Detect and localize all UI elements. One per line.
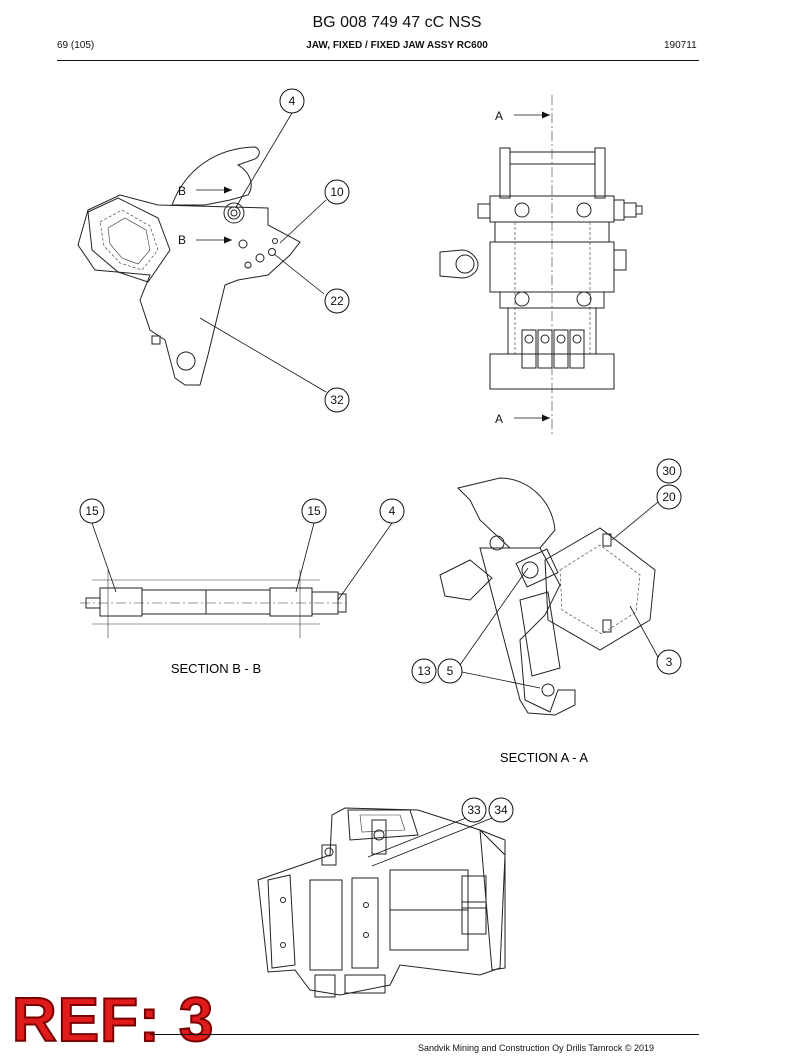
svg-text:30: 30	[662, 464, 676, 478]
document-number: BG 008 749 47 cC NSS	[312, 14, 482, 31]
balloon-34: 34	[488, 797, 514, 823]
section-aa-view	[439, 477, 659, 716]
balloon-32: 32	[324, 387, 350, 413]
svg-text:15: 15	[307, 504, 321, 518]
cut-label-a-lower: A	[495, 412, 503, 426]
footer-rule	[150, 1034, 699, 1035]
cut-label-a-upper: A	[495, 109, 503, 123]
cut-label-b-lower: B	[178, 233, 186, 247]
svg-text:15: 15	[85, 504, 99, 518]
svg-text:5: 5	[447, 664, 454, 678]
balloon-33: 33	[461, 797, 487, 823]
section-bb-view	[80, 522, 393, 638]
svg-text:4: 4	[289, 94, 296, 108]
jaw-side-view: B B	[77, 112, 327, 393]
svg-text:10: 10	[330, 185, 344, 199]
jaw-isometric-view	[257, 807, 506, 998]
svg-text:33: 33	[467, 803, 481, 817]
svg-text:34: 34	[494, 803, 508, 817]
balloon-30: 30	[656, 458, 682, 484]
svg-text:20: 20	[662, 490, 676, 504]
section-bb-label: SECTION B - B	[171, 661, 261, 676]
balloon-22: 22	[324, 288, 350, 314]
svg-text:3: 3	[666, 655, 673, 669]
section-aa-label: SECTION A - A	[500, 750, 588, 765]
jaw-front-view: A A	[439, 95, 643, 435]
svg-text:32: 32	[330, 393, 344, 407]
svg-text:4: 4	[389, 504, 396, 518]
balloon-4-top: 4	[279, 88, 305, 114]
header-rule	[57, 60, 699, 61]
page-number: 69 (105)	[57, 40, 95, 51]
svg-text:22: 22	[330, 294, 344, 308]
cut-label-b-upper: B	[178, 184, 186, 198]
svg-text:13: 13	[417, 664, 431, 678]
balloon-20: 20	[656, 484, 682, 510]
balloon-3: 3	[656, 649, 682, 675]
ref-banner: REF: 3	[11, 985, 215, 1056]
page-title: JAW, FIXED / FIXED JAW ASSY RC600	[306, 40, 488, 51]
footer-copyright: Sandvik Mining and Construction Oy Drill…	[418, 1043, 655, 1053]
balloon-15-left: 15	[79, 498, 105, 524]
balloon-4-section: 4	[379, 498, 405, 524]
balloon-5: 5	[437, 658, 463, 684]
balloon-15-right: 15	[301, 498, 327, 524]
date-code: 190711	[664, 40, 697, 51]
balloon-10: 10	[324, 179, 350, 205]
balloon-13: 13	[411, 658, 437, 684]
